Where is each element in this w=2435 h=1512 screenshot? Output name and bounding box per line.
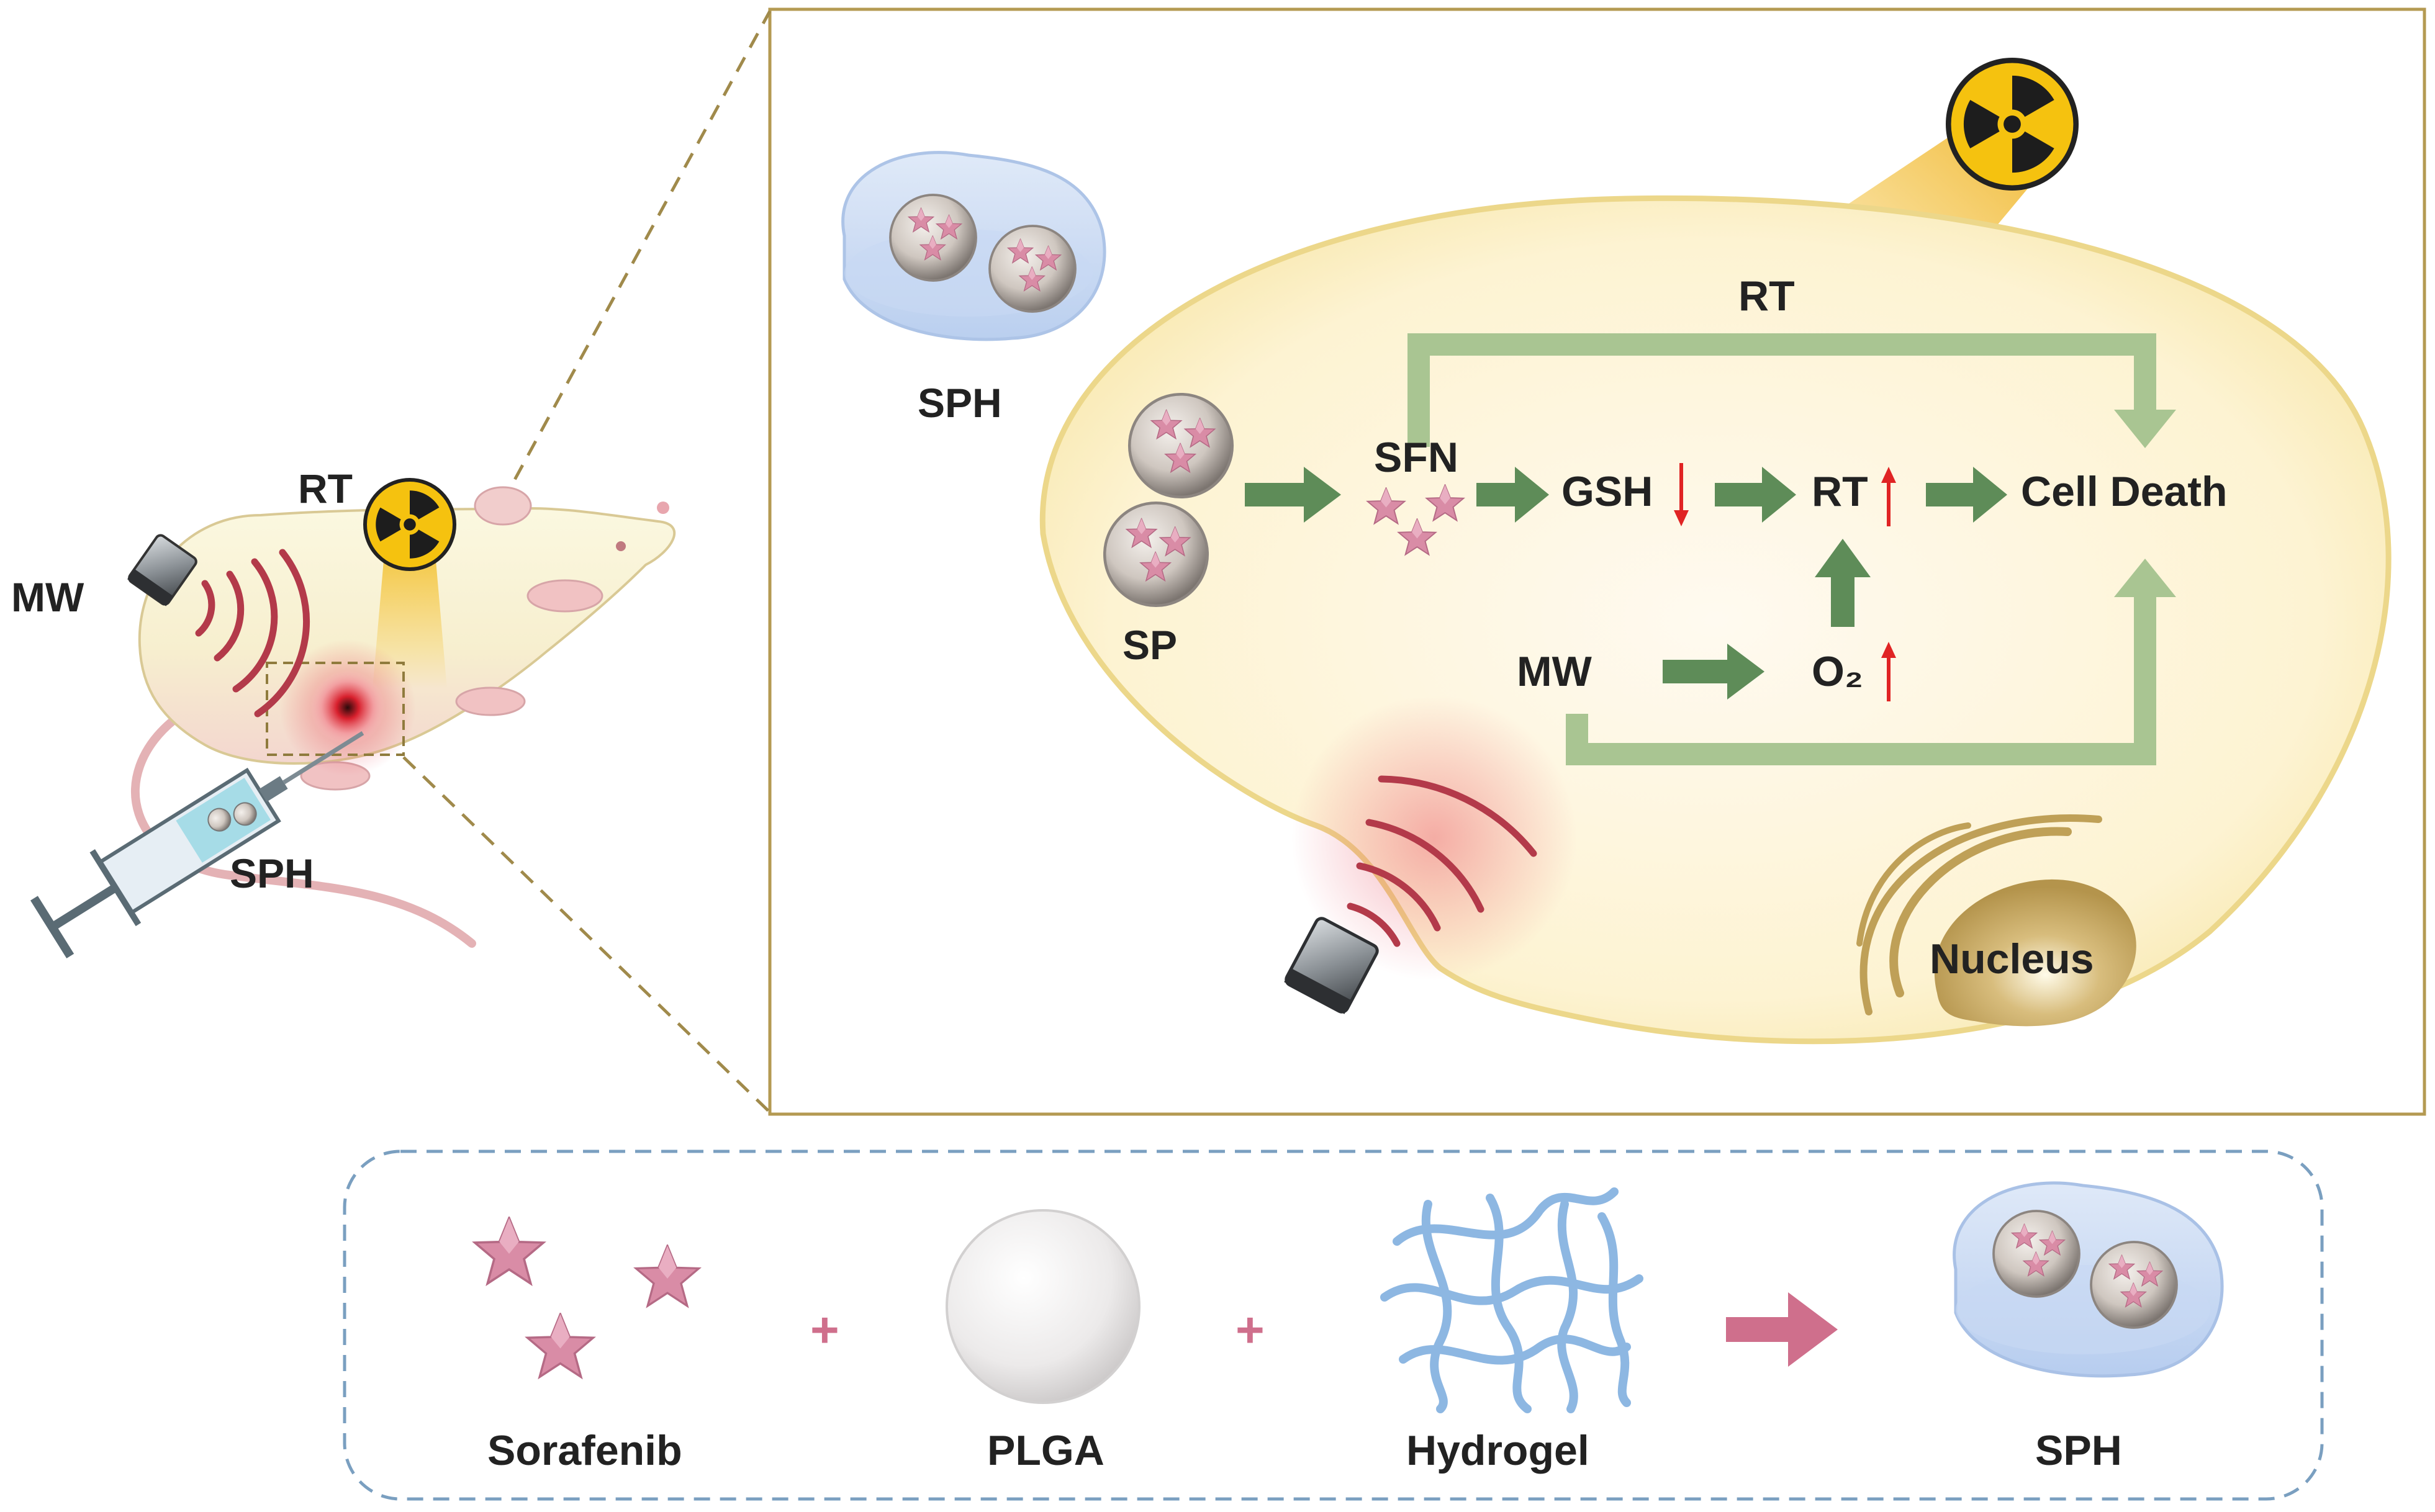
syringe-icon: [30, 731, 364, 959]
product-arrow: [1726, 1292, 1838, 1367]
zoom-connector-bottom: [402, 756, 771, 1114]
microwave-waves-mouse: [195, 549, 310, 718]
o2-label: O₂: [1812, 648, 1863, 695]
sfn-label: SFN: [1374, 434, 1458, 481]
star-icon: [635, 1244, 700, 1307]
nanoparticle-icon: [1129, 394, 1232, 497]
nanoparticle-icon: [890, 195, 976, 281]
nanoparticle-icon: [1994, 1211, 2079, 1297]
radiation-icon-cell: [1948, 60, 2076, 187]
radiation-icon: [365, 480, 454, 569]
mw-direct-path: [1566, 595, 2156, 765]
plga-particle-icon: [946, 1209, 1141, 1404]
microwave-emitter-icon-cell: [1284, 917, 1379, 1014]
zoom-frame: [768, 7, 2426, 1116]
hydrogel-label: Hydrogel: [1406, 1427, 1589, 1474]
microwave-waves-cell: [1347, 775, 1537, 947]
nanoparticle-icon: [2091, 1242, 2177, 1328]
rt-top-label: RT: [1738, 272, 1795, 320]
preparation-panel: [343, 1150, 2324, 1501]
cell-membrane: [1039, 195, 2392, 1045]
nanoparticle-icon: [990, 226, 1075, 312]
star-icon: [526, 1313, 595, 1379]
mouse-rt-label: RT: [298, 466, 353, 511]
product-sph-label: SPH: [2035, 1427, 2122, 1474]
mouse-sph-label: SPH: [230, 850, 314, 896]
rt-mid-label: RT: [1812, 468, 1868, 515]
mouse-mw-label: MW: [11, 574, 84, 620]
mw-label: MW: [1517, 648, 1592, 695]
cell-sph-label: SPH: [918, 380, 1002, 426]
star-icon: [473, 1217, 545, 1285]
rt-direct-path: [1407, 333, 2156, 447]
nanoparticle-icon: [1105, 503, 1208, 606]
gsh-label: GSH: [1561, 468, 1653, 515]
cell-death-label: Cell Death: [2021, 468, 2228, 515]
microwave-emitter-icon: [127, 534, 197, 606]
hydrogel-icon: [1380, 1187, 1643, 1413]
red-indicator-arrows: [1674, 463, 1896, 701]
zoom-connector-top: [395, 10, 772, 696]
sp-label: SP: [1123, 622, 1177, 668]
plus-sign-2: +: [1236, 1302, 1265, 1357]
nucleus-label: Nucleus: [1930, 935, 2094, 983]
green-flow-arrows: [1245, 467, 2007, 700]
sorafenib-label: Sorafenib: [487, 1427, 682, 1474]
nucleus-icon: [1856, 814, 2136, 1027]
sph-product-icon: [1953, 1181, 2224, 1378]
plga-label: PLGA: [987, 1427, 1105, 1474]
plus-sign-1: +: [810, 1302, 839, 1357]
